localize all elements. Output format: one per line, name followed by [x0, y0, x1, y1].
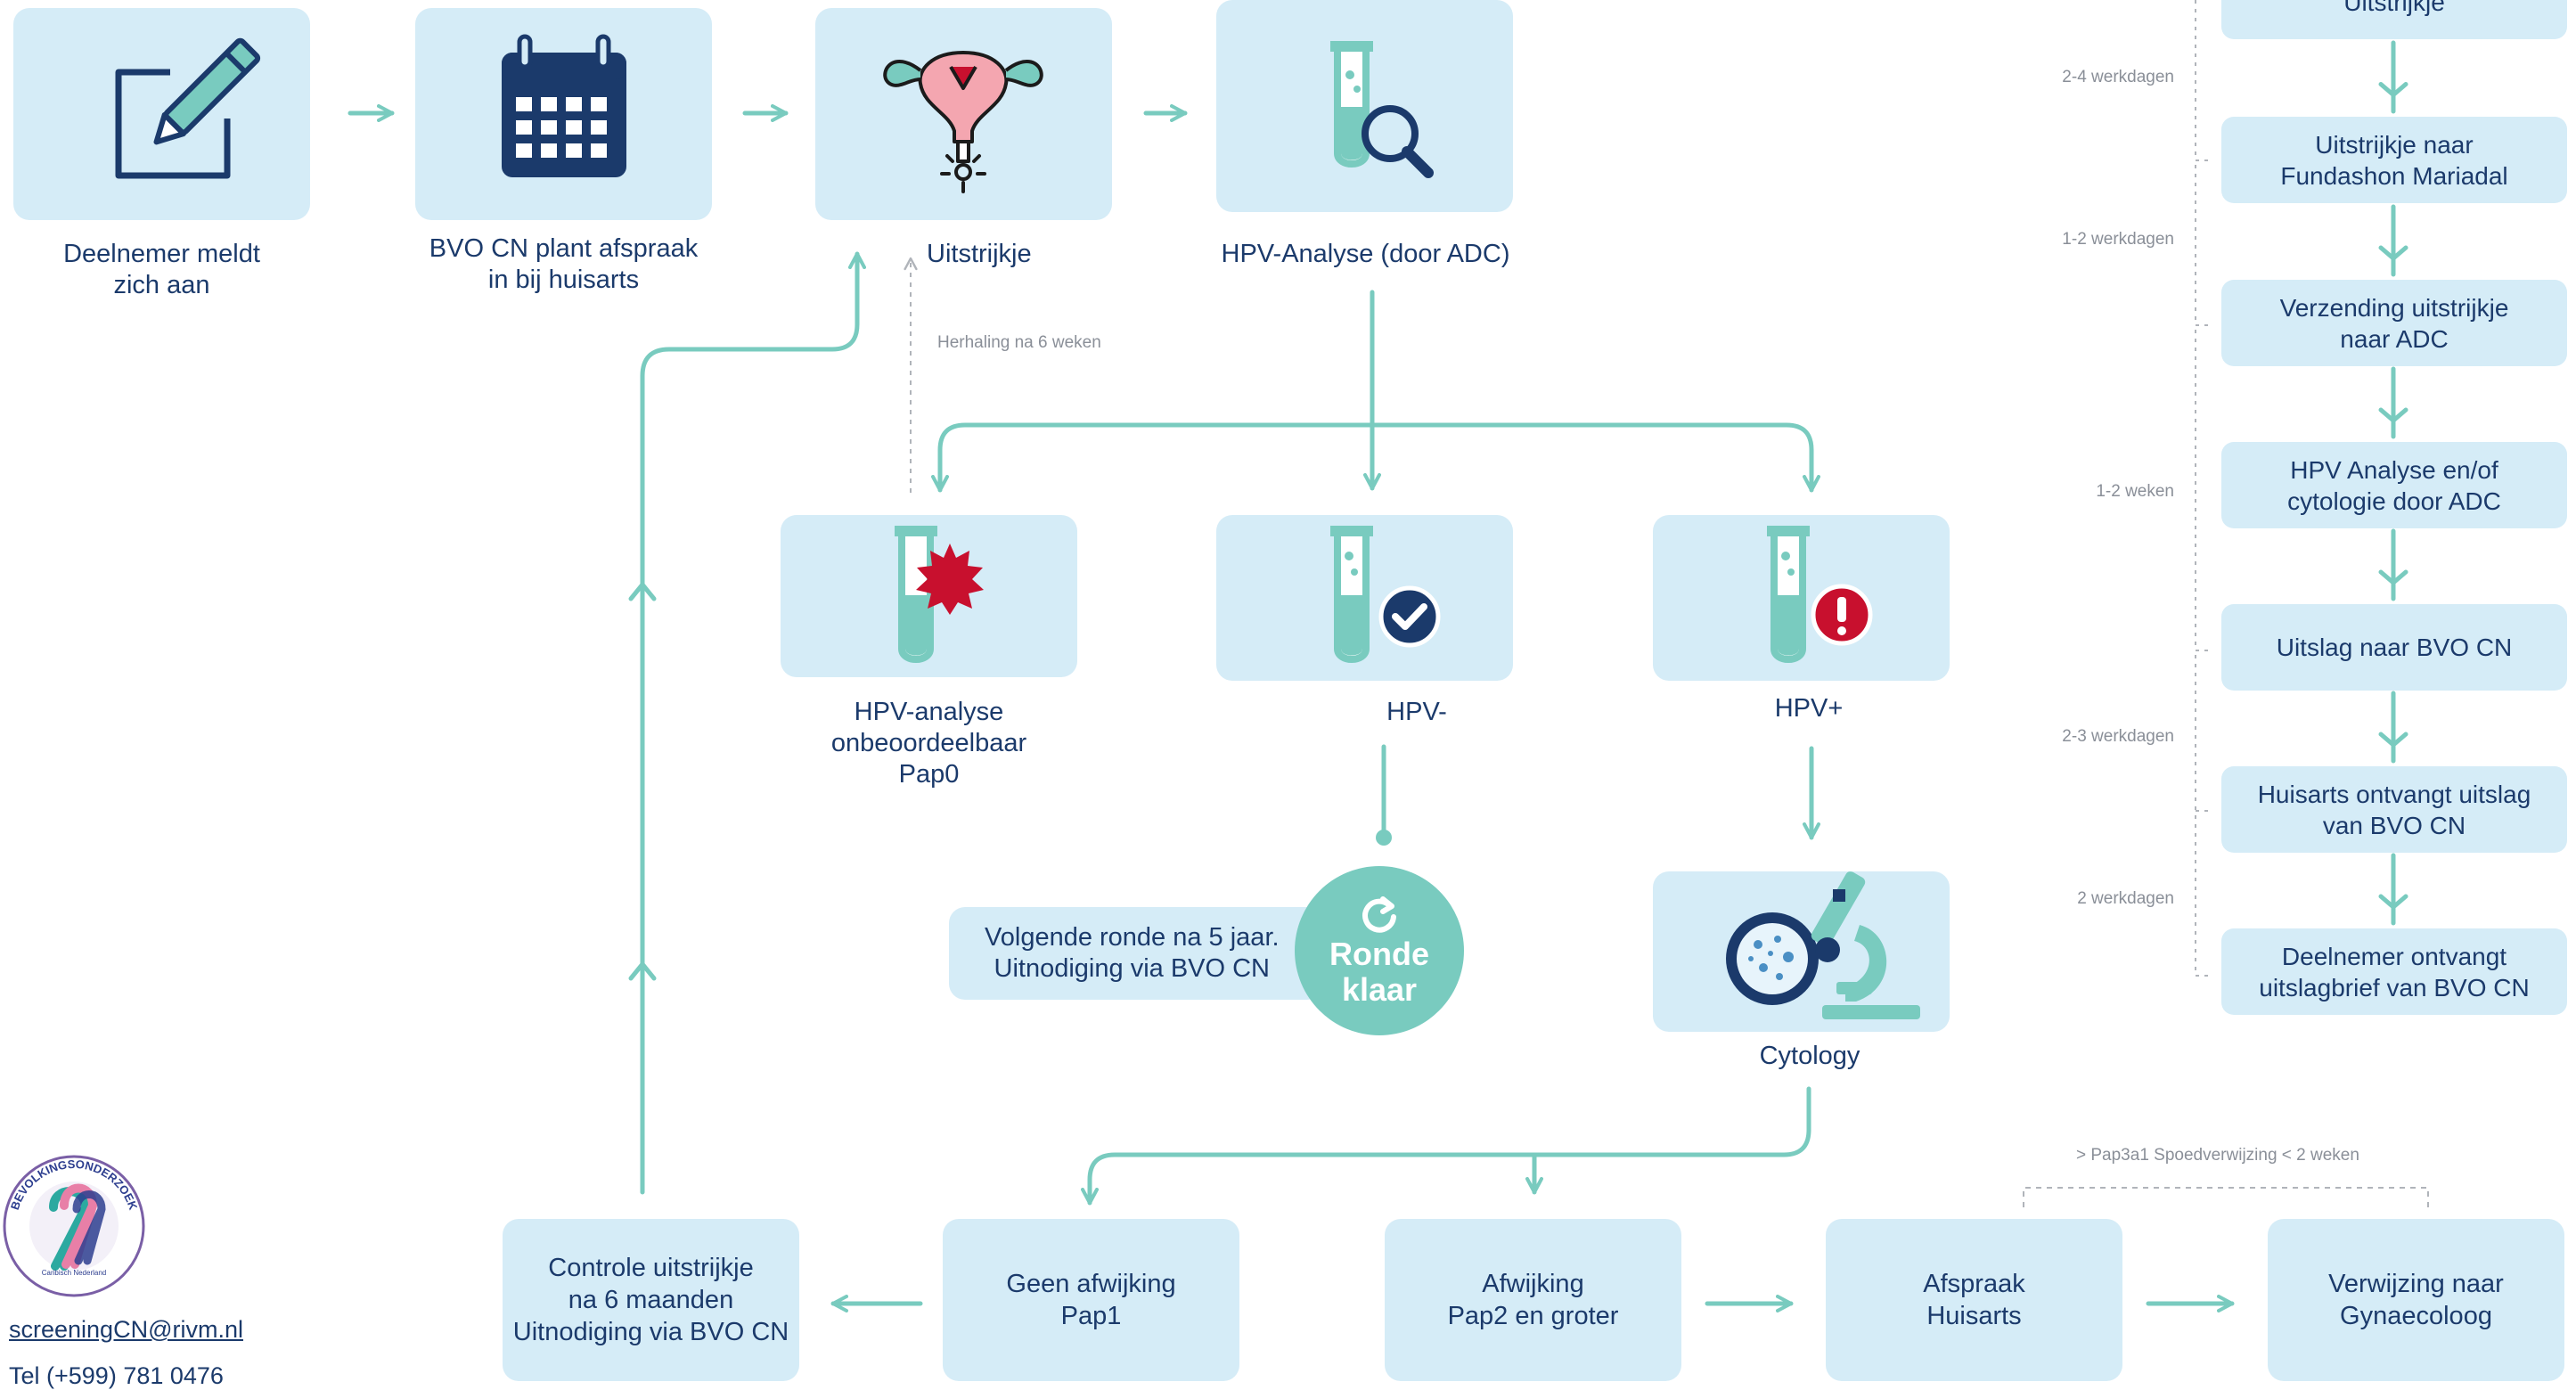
- badge-line1: Ronde: [1329, 936, 1429, 972]
- duration-5: 2 werkdagen: [2077, 889, 2174, 908]
- split-branch: [937, 422, 1814, 491]
- no-abnormality-box: Geen afwijking Pap1: [943, 1219, 1239, 1381]
- timeline-arrows: [2378, 40, 2408, 926]
- ronde-connector-dot: [1376, 830, 1392, 846]
- timeline-step-5: Uitslag naar BVO CN: [2221, 604, 2567, 691]
- timeline-step-7: Deelnemer ontvangt uitslagbrief van BVO …: [2221, 928, 2567, 1015]
- timeline-step-3: Verzending uitstrijkje naar ADC: [2221, 280, 2567, 366]
- timeline-step-6: Huisarts ontvangt uitslag van BVO CN: [2221, 766, 2567, 853]
- abnormality-box: Afwijking Pap2 en groter: [1385, 1219, 1681, 1381]
- no-abnormality-label: Geen afwijking Pap1: [1006, 1270, 1176, 1330]
- badge-line2: klaar: [1341, 971, 1418, 1008]
- step-analysis-box: [1216, 0, 1513, 212]
- refresh-icon: [1362, 896, 1396, 933]
- result-hpvneg-box: [1216, 515, 1513, 681]
- timeline-arrow-5: [2378, 691, 2408, 764]
- result-pap0-box: [781, 515, 1077, 677]
- duration-4: 2-3 werkdagen: [2062, 727, 2174, 746]
- referral-bracket: [2023, 1187, 2429, 1207]
- duration-1: 2-4 werkdagen: [2062, 68, 2174, 86]
- step-smear-label: Uitstrijkje: [927, 240, 1032, 268]
- test-tube-alert-icon: [1767, 526, 1873, 663]
- contact-email-link[interactable]: screeningCN@rivm.nl: [9, 1316, 243, 1343]
- gp-appointment-box: Afspraak Huisarts: [1826, 1219, 2122, 1381]
- test-tube-check-icon: [1330, 526, 1441, 663]
- gynaecologist-referral-box: Verwijzing naar Gynaecoloog: [2268, 1219, 2564, 1381]
- calendar-icon: [502, 34, 626, 177]
- gp-appointment-label: Afspraak Huisarts: [1923, 1270, 2025, 1330]
- cytology-label: Cytology: [1759, 1042, 1860, 1070]
- logo-subtext: Caribisch Nederland: [42, 1269, 106, 1277]
- step-smear-box: [815, 8, 1112, 220]
- arrow-cytology-pap1: [1081, 1086, 1811, 1206]
- step-register-box: [13, 8, 310, 220]
- step-analysis-label: HPV-Analyse (door ADC): [1221, 240, 1510, 268]
- cytology-box: [1653, 871, 1950, 1032]
- control-smear-label: Controle uitstrijkje na 6 maanden Uitnod…: [512, 1254, 789, 1346]
- referral-note: > Pap3a1 Spoedverwijzing < 2 weken: [2076, 1146, 2359, 1165]
- ribbon-logo-icon: BEVOLKINGSONDERZOEK Caribisch Nederland: [3, 1155, 145, 1297]
- result-hpvpos-label: HPV+: [1774, 694, 1844, 723]
- timeline-step-4: HPV Analyse en/of cytologie door ADC: [2221, 442, 2567, 528]
- step-appointment-label: BVO CN plant afspraak in bij huisarts: [429, 234, 699, 294]
- gynaecologist-referral-label: Verwijzing naar Gynaecoloog: [2328, 1270, 2504, 1330]
- timeline-ranges: [2195, 0, 2210, 977]
- round-complete-badge: Ronde klaar: [1295, 866, 1464, 1035]
- abnormality-label: Afwijking Pap2 en groter: [1447, 1270, 1619, 1330]
- logo: BEVOLKINGSONDERZOEK Caribisch Nederland: [0, 1154, 148, 1298]
- result-hpvneg-label: HPV-: [1386, 698, 1447, 726]
- timeline-arrow-2: [2378, 204, 2408, 277]
- pencil-icon: [115, 37, 261, 179]
- timeline-arrow-1: [2378, 40, 2408, 114]
- repeat-note: Herhaling na 6 weken: [937, 333, 1101, 352]
- step-register-label: Deelnemer meldt zich aan: [63, 240, 260, 299]
- timeline-arrow-6: [2378, 853, 2408, 926]
- control-smear-box: Controle uitstrijkje na 6 maanden Uitnod…: [503, 1219, 799, 1381]
- next-round-note: Volgende ronde na 5 jaar. Uitnodiging vi…: [949, 907, 1323, 1000]
- duration-3: 1-2 weken: [2096, 482, 2174, 501]
- timeline-arrow-3: [2378, 366, 2408, 439]
- test-tube-search-icon: [1330, 41, 1434, 178]
- duration-2: 1-2 werkdagen: [2062, 230, 2174, 249]
- arrow-controle-uitstrijkje: [640, 251, 866, 1195]
- test-tube-burst-icon: [895, 526, 984, 663]
- step-appointment-box: [415, 8, 712, 220]
- result-pap0-label: HPV-analyse onbeoordeelbaar Pap0: [830, 698, 1027, 789]
- timeline-arrow-4: [2378, 528, 2408, 601]
- timeline-step-2: Uitstrijkje naar Fundashon Mariadal: [2221, 117, 2567, 203]
- microscope-icon: [1726, 871, 1920, 1019]
- loop-chevron-lower: [628, 961, 657, 981]
- uterus-icon: [883, 51, 1043, 193]
- contact-phone: Tel (+599) 781 0476: [9, 1362, 224, 1389]
- timeline-step-1: Uitstrijkje: [2221, 0, 2567, 39]
- result-hpvpos-box: [1653, 515, 1950, 681]
- loop-chevron-upper: [628, 582, 657, 601]
